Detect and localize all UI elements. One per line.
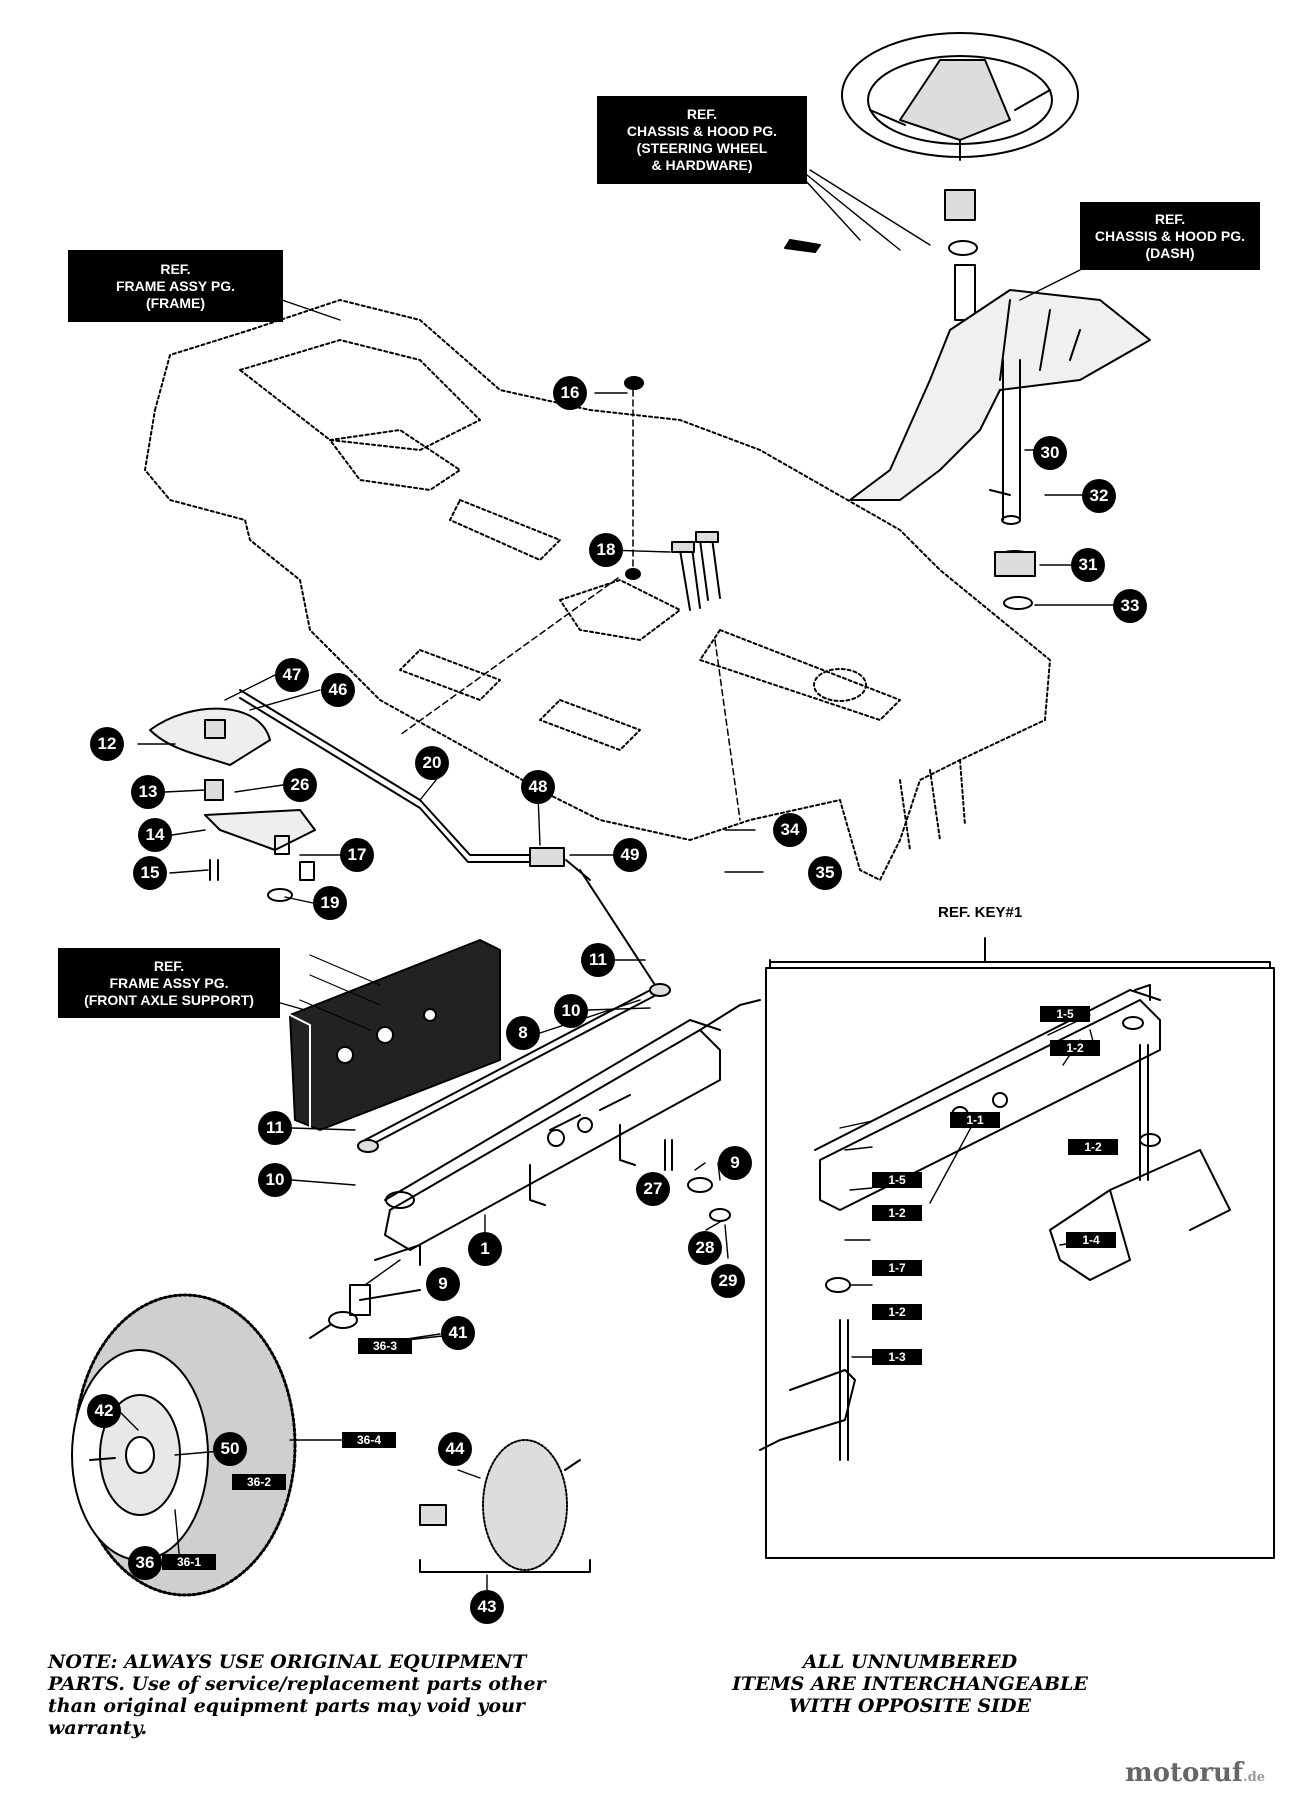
inset-tag-1-5-left: 1-5 <box>872 1172 922 1188</box>
inset-tag-1-7: 1-7 <box>872 1260 922 1276</box>
axle-support-ref-line-3: (FRONT AXLE SUPPORT) <box>84 991 254 1008</box>
inset-tag-1-2-top: 1-2 <box>1050 1040 1100 1056</box>
steering-wheel-ref-line-3: (STEERING WHEEL <box>636 140 768 156</box>
frame-ref-line-1: REF. <box>160 260 191 277</box>
part-callout-42: 42 <box>87 1394 121 1428</box>
drag-link <box>239 689 656 986</box>
unnumbered-items-note: ALL UNNUMBERED ITEMS ARE INTERCHANGEABLE… <box>690 1651 1130 1717</box>
part-callout-32: 32 <box>1082 479 1116 513</box>
part-callout-36: 36 <box>128 1546 162 1580</box>
part-callout-44: 44 <box>438 1432 472 1466</box>
part-callout-49: 49 <box>613 838 647 872</box>
unnumbered-items-note-line-1: ALL UNNUMBERED <box>802 1651 1018 1673</box>
part-callout-50: 50 <box>213 1432 247 1466</box>
steering-wheel <box>784 32 1079 321</box>
bolts-18 <box>624 376 721 611</box>
wheel-tag-36-1: 36-1 <box>162 1554 216 1570</box>
inset-tag-1-2-bottom: 1-2 <box>872 1304 922 1320</box>
part-callout-26: 26 <box>283 768 317 802</box>
tire-and-wheel <box>71 1293 297 1597</box>
part-callout-15: 15 <box>133 856 167 890</box>
axle-support-ref-line-2: FRAME ASSY PG. <box>109 974 229 991</box>
part-callout-28: 28 <box>688 1231 722 1265</box>
watermark-brand: motoruf <box>1125 1758 1244 1788</box>
unnumbered-items-note-line-3: WITH OPPOSITE SIDE <box>788 1695 1032 1717</box>
part-callout-8: 8 <box>506 1016 540 1050</box>
dash-ref-line-2: CHASSIS & HOOD PG. <box>1094 227 1246 244</box>
left-spindle <box>309 1139 731 1339</box>
part-callout-48: 48 <box>521 770 555 804</box>
axle-support-ref-box: REF. FRAME ASSY PG. (FRONT AXLE SUPPORT) <box>58 948 280 1018</box>
wheel-tag-36-2: 36-2 <box>232 1474 286 1490</box>
front-axle <box>384 999 761 1251</box>
original-parts-note-line-4: warranty. <box>48 1717 148 1739</box>
part-callout-41: 41 <box>441 1316 475 1350</box>
steering-shaft <box>989 359 1036 610</box>
part-callout-10: 10 <box>554 994 588 1028</box>
part-callout-12: 12 <box>90 727 124 761</box>
inset-tag-1-3: 1-3 <box>872 1349 922 1365</box>
part-callout-27: 27 <box>636 1172 670 1206</box>
watermark: motoruf.de <box>1125 1758 1265 1788</box>
part-callout-33: 33 <box>1113 589 1147 623</box>
part-callout-10-lower: 10 <box>258 1163 292 1197</box>
part-callout-18: 18 <box>589 533 623 567</box>
part-callout-14: 14 <box>138 818 172 852</box>
unnumbered-items-note-line-2: ITEMS ARE INTERCHANGEABLE <box>732 1673 1088 1695</box>
part-callout-46: 46 <box>321 673 355 707</box>
axle-support-ref-line-1: REF. <box>153 957 185 974</box>
part-callout-47: 47 <box>275 658 309 692</box>
wheel-tag-36-4: 36-4 <box>342 1432 396 1448</box>
front-axle-support <box>289 939 501 1131</box>
part-callout-9: 9 <box>718 1146 752 1180</box>
inset-title: REF. KEY#1 <box>938 904 1023 921</box>
steering-wheel-ref-line-2: CHASSIS & HOOD PG. <box>626 123 778 139</box>
part-callout-13: 13 <box>131 775 165 809</box>
steering-wheel-ref-line-1: REF. <box>686 106 718 122</box>
watermark-suffix: .de <box>1243 1770 1265 1785</box>
dash-ref-line-3: (DASH) <box>1145 244 1195 261</box>
part-callout-29: 29 <box>711 1264 745 1298</box>
wheel-tag-36-3: 36-3 <box>358 1338 412 1354</box>
dash-ref-box: REF. CHASSIS & HOOD PG. (DASH) <box>1080 202 1260 270</box>
original-parts-note-line-2: PARTS. Use of service/replacement parts … <box>48 1673 546 1695</box>
steering-wheel-ref-box: REF. CHASSIS & HOOD PG. (STEERING WHEEL … <box>597 96 807 184</box>
steering-wheel-ref-line-4: & HARDWARE) <box>651 157 753 173</box>
part-callout-1: 1 <box>468 1232 502 1266</box>
dashed-leaders <box>399 389 741 821</box>
part-callout-19: 19 <box>313 886 347 920</box>
part-callout-11-lower: 11 <box>258 1111 292 1145</box>
inset-tag-1-5-top: 1-5 <box>1040 1006 1090 1022</box>
part-callout-16: 16 <box>553 376 587 410</box>
frame-ref-line-3: (FRAME) <box>145 294 206 311</box>
original-parts-note-line-1: NOTE: ALWAYS USE ORIGINAL EQUIPMENT <box>48 1651 527 1673</box>
part-callout-9-lower: 9 <box>426 1267 460 1301</box>
original-parts-note-line-3: than original equipment parts may void y… <box>48 1695 525 1717</box>
part-callout-11: 11 <box>581 943 615 977</box>
tie-rod <box>357 983 671 1153</box>
part-callout-30: 30 <box>1033 436 1067 470</box>
dash-panel <box>849 289 1151 501</box>
inset-box <box>759 937 1275 1559</box>
original-parts-note: NOTE: ALWAYS USE ORIGINAL EQUIPMENT PART… <box>48 1651 628 1739</box>
inset-tag-1-1: 1-1 <box>950 1112 1000 1128</box>
frame-ref-box: REF. FRAME ASSY PG. (FRAME) <box>68 250 283 322</box>
inset-tag-1-4: 1-4 <box>1066 1232 1116 1248</box>
inset-tag-1-2-right: 1-2 <box>1068 1139 1118 1155</box>
frame-outline <box>144 299 1051 881</box>
part-callout-20: 20 <box>415 746 449 780</box>
part-callout-17: 17 <box>340 838 374 872</box>
part-callout-34: 34 <box>773 813 807 847</box>
dash-ref-line-1: REF. <box>1154 210 1186 227</box>
part-callout-35: 35 <box>808 856 842 890</box>
hub-cap <box>419 1439 591 1573</box>
part-callout-43: 43 <box>470 1590 504 1624</box>
frame-ref-line-2: FRAME ASSY PG. <box>115 277 236 294</box>
sector-gear-assembly <box>149 707 316 902</box>
part-callout-31: 31 <box>1071 548 1105 582</box>
inset-tag-1-2-left: 1-2 <box>872 1205 922 1221</box>
